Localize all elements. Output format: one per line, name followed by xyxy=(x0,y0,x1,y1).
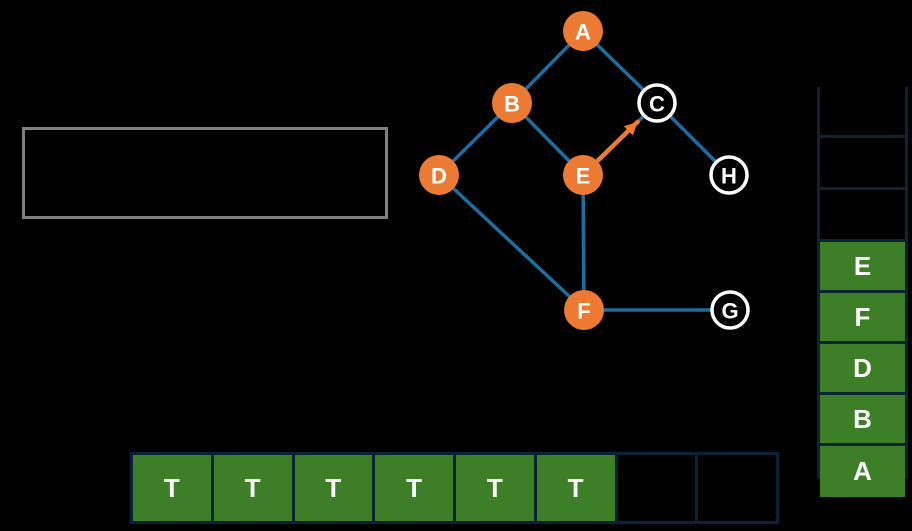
node-circle-E xyxy=(563,155,603,195)
graph-node-C[interactable]: C xyxy=(637,83,677,123)
node-label-E: E xyxy=(576,164,591,189)
node-circle-C xyxy=(637,83,677,123)
node-label-H: H xyxy=(721,164,737,189)
visited-cell-6[interactable] xyxy=(617,455,699,521)
visited-cell-0[interactable]: T xyxy=(133,455,214,521)
node-label-D: D xyxy=(431,164,447,189)
stack-cell-7[interactable]: A xyxy=(820,446,905,497)
stack-cell-6[interactable]: B xyxy=(820,395,905,446)
node-layer: A B C D E F G H xyxy=(419,11,750,330)
node-circle-F xyxy=(564,290,604,330)
node-circle-G xyxy=(710,290,750,330)
node-circle-A xyxy=(563,11,603,51)
node-label-F: F xyxy=(577,299,590,324)
highlight-arrow-E-to-C xyxy=(595,119,640,163)
node-circle-D xyxy=(419,155,459,195)
visited-cell-3[interactable]: T xyxy=(375,455,456,521)
stack-cell-0[interactable] xyxy=(820,87,905,138)
stack-cell-5[interactable]: D xyxy=(820,344,905,395)
stack-cell-2[interactable] xyxy=(820,190,905,242)
visited-cell-4[interactable]: T xyxy=(456,455,537,521)
stack-cell-4[interactable]: F xyxy=(820,293,905,344)
graph-node-D[interactable]: D xyxy=(419,155,459,195)
graph-node-A[interactable]: A xyxy=(563,11,603,51)
node-circle-B xyxy=(492,83,532,123)
node-label-B: B xyxy=(504,92,520,117)
visited-cell-1[interactable]: T xyxy=(213,455,295,521)
graph-node-G[interactable]: G xyxy=(710,290,750,330)
graph-node-B[interactable]: B xyxy=(492,83,532,123)
visited-cell-5[interactable]: T xyxy=(536,455,618,521)
node-label-A: A xyxy=(575,20,591,45)
graph-edge-D-F xyxy=(437,173,586,312)
node-circle-H xyxy=(709,155,749,195)
arrowhead-icon xyxy=(623,121,638,136)
info-panel xyxy=(22,127,388,219)
highlight-arrow-layer xyxy=(595,119,640,163)
node-label-C: C xyxy=(649,92,665,117)
node-label-G: G xyxy=(721,299,738,324)
graph-node-E[interactable]: E xyxy=(563,155,603,195)
visited-cell-2[interactable]: T xyxy=(294,455,376,521)
graph-edge-E-F xyxy=(581,174,586,311)
stack-cell-3[interactable]: E xyxy=(820,242,905,293)
graph-node-H[interactable]: H xyxy=(709,155,749,195)
stack-cell-1[interactable] xyxy=(820,138,905,190)
graph-node-F[interactable]: F xyxy=(564,290,604,330)
visited-cell-7[interactable] xyxy=(698,455,776,521)
